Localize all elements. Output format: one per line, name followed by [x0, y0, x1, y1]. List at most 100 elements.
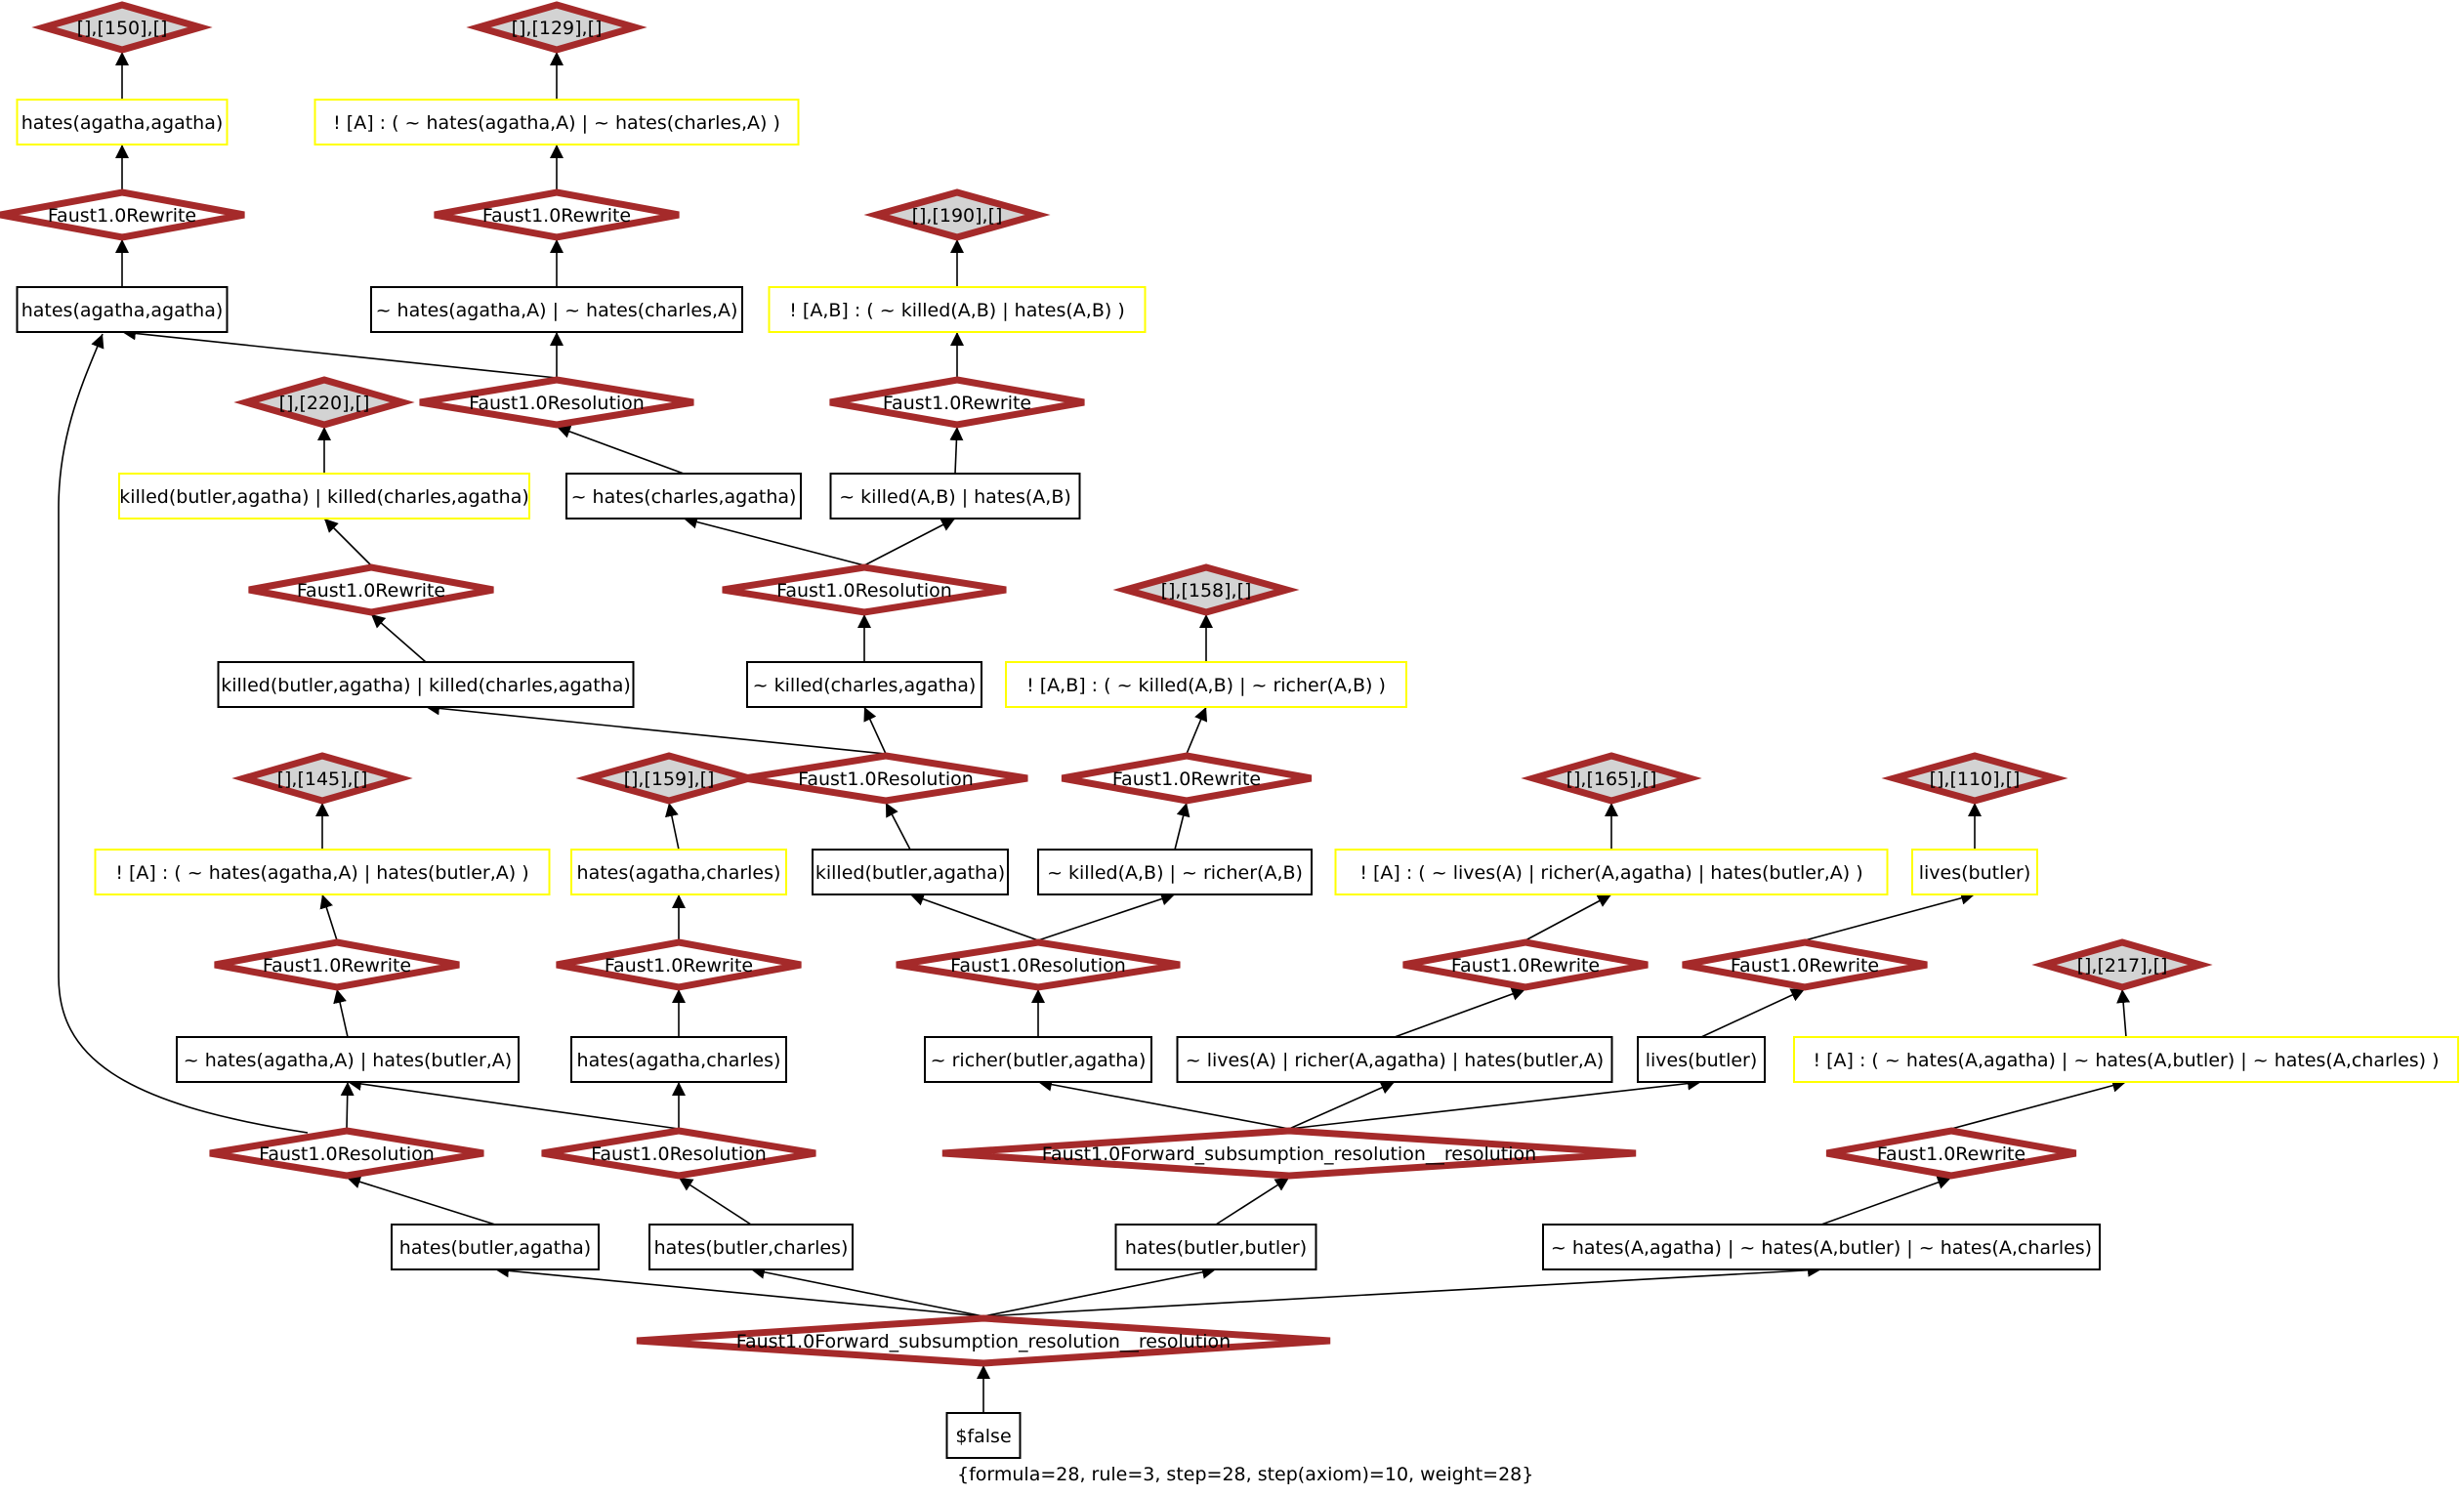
node-rule-diamond-res3[interactable]: Faust1.0Resolution — [743, 752, 1028, 805]
node-leaf-diamond-t110[interactable]: [],[110],[] — [1881, 752, 2068, 805]
rule-diamond-shape — [541, 1127, 816, 1180]
node-formula-box-f10[interactable]: hates(agatha,charles) — [570, 1036, 787, 1083]
node-leaf-diamond-t129[interactable]: [],[129],[] — [466, 1, 647, 54]
node-label: lives(butler) — [1646, 1050, 1758, 1071]
node-rule-diamond-rw1[interactable]: Faust1.0Rewrite — [0, 188, 245, 241]
node-axiom-box-a4[interactable]: killed(butler,agatha) | killed(charles,a… — [118, 473, 530, 519]
node-leaf-diamond-t150[interactable]: [],[150],[] — [31, 1, 213, 54]
rule-diamond-shape — [722, 563, 1007, 616]
edge-f8-to-rw5 — [1174, 802, 1190, 851]
node-formula-box-f13[interactable]: lives(butler) — [1637, 1036, 1766, 1083]
node-formula-box-ffalse[interactable]: $false — [945, 1412, 1022, 1459]
node-axiom-box-a1[interactable]: hates(agatha,agatha) — [16, 99, 229, 145]
leaf-diamond-shape — [233, 376, 415, 429]
edge-f14-to-res5 — [346, 1175, 496, 1226]
node-rule-diamond-fsr1[interactable]: Faust1.0Forward_subsumption_resolution__… — [941, 1127, 1637, 1180]
node-label: [],[165],[] — [1566, 769, 1657, 790]
node-formula-box-f4[interactable]: ~ killed(A,B) | hates(A,B) — [829, 473, 1081, 519]
node-formula-box-f2[interactable]: ~ hates(agatha,A) | ~ hates(charles,A) — [370, 286, 743, 333]
node-rule-diamond-res5[interactable]: Faust1.0Resolution — [209, 1127, 484, 1180]
node-rule-diamond-res1[interactable]: Faust1.0Resolution — [419, 376, 694, 429]
formula-box-shape — [746, 661, 982, 708]
node-formula-box-f9[interactable]: ~ hates(agatha,A) | hates(butler,A) — [176, 1036, 520, 1083]
edge-a10-to-t217 — [2116, 988, 2131, 1038]
node-label: Faust1.0Rewrite — [883, 393, 1031, 414]
node-formula-box-f8[interactable]: ~ killed(A,B) | ~ richer(A,B) — [1037, 849, 1313, 895]
node-rule-diamond-rw5[interactable]: Faust1.0Rewrite — [1061, 752, 1313, 805]
node-label: [],[217],[] — [2077, 955, 2168, 977]
node-axiom-box-a3[interactable]: ! [A,B] : ( ~ killed(A,B) | hates(A,B) ) — [768, 286, 1147, 333]
node-formula-box-f6[interactable]: ~ killed(charles,agatha) — [746, 661, 982, 708]
node-rule-diamond-rw2[interactable]: Faust1.0Rewrite — [434, 188, 680, 241]
rule-diamond-shape — [0, 188, 245, 241]
edge-f5-to-rw4 — [370, 613, 427, 663]
node-axiom-box-a6[interactable]: ! [A] : ( ~ hates(agatha,A) | hates(butl… — [94, 849, 551, 895]
node-label: ! [A] : ( ~ lives(A) | richer(A,agatha) … — [1359, 862, 1862, 884]
formula-box-shape — [176, 1036, 520, 1083]
node-rule-diamond-rw10[interactable]: Faust1.0Rewrite — [1825, 1127, 2077, 1180]
edge-f12-to-rw8 — [1394, 987, 1526, 1038]
edge-f13-to-rw9 — [1700, 988, 1806, 1038]
axiom-box-shape — [1911, 849, 2038, 895]
edge-fsr2-to-f17 — [982, 1263, 1822, 1317]
node-leaf-diamond-t217[interactable]: [],[217],[] — [2031, 938, 2213, 991]
formula-box-shape — [370, 286, 743, 333]
node-axiom-box-a10[interactable]: ! [A] : ( ~ hates(A,agatha) | ~ hates(A,… — [1793, 1036, 2459, 1083]
node-rule-diamond-rw8[interactable]: Faust1.0Rewrite — [1402, 938, 1649, 991]
node-label: ! [A] : ( ~ hates(agatha,A) | hates(butl… — [115, 862, 528, 884]
node-label: killed(butler,agatha) | killed(charles,a… — [119, 486, 529, 508]
node-leaf-diamond-t190[interactable]: [],[190],[] — [863, 188, 1051, 241]
node-rule-diamond-rw4[interactable]: Faust1.0Rewrite — [248, 563, 494, 616]
node-label: [],[150],[] — [77, 18, 168, 39]
node-axiom-box-a2[interactable]: ! [A] : ( ~ hates(agatha,A) | ~ hates(ch… — [313, 99, 800, 145]
node-formula-box-f1[interactable]: hates(agatha,agatha) — [16, 286, 229, 333]
axiom-box-shape — [570, 849, 787, 895]
node-axiom-box-a7[interactable]: hates(agatha,charles) — [570, 849, 787, 895]
axiom-box-shape — [94, 849, 551, 895]
node-rule-diamond-rw6[interactable]: Faust1.0Rewrite — [214, 938, 460, 991]
node-rule-diamond-res6[interactable]: Faust1.0Resolution — [541, 1127, 816, 1180]
formula-box-shape — [648, 1224, 854, 1270]
edge-f4-to-rw3 — [949, 426, 964, 475]
node-leaf-diamond-t159[interactable]: [],[159],[] — [575, 752, 763, 805]
node-label: ! [A] : ( ~ hates(agatha,A) | ~ hates(ch… — [333, 112, 780, 134]
node-formula-box-f14[interactable]: hates(butler,agatha) — [391, 1224, 600, 1270]
node-leaf-diamond-t165[interactable]: [],[165],[] — [1521, 752, 1702, 805]
node-leaf-diamond-t158[interactable]: [],[158],[] — [1112, 563, 1300, 616]
edge-fsr1-to-f11 — [1037, 1077, 1290, 1130]
leaf-diamond-shape — [1881, 752, 2068, 805]
node-axiom-box-a5[interactable]: ! [A,B] : ( ~ killed(A,B) | ~ richer(A,B… — [1005, 661, 1407, 708]
node-rule-diamond-rw9[interactable]: Faust1.0Rewrite — [1682, 938, 1928, 991]
node-formula-box-f17[interactable]: ~ hates(A,agatha) | ~ hates(A,butler) | … — [1542, 1224, 2101, 1270]
edge-res1-to-f1 — [121, 326, 558, 379]
node-rule-diamond-res4[interactable]: Faust1.0Resolution — [896, 938, 1181, 991]
edge-res4-to-f8 — [1037, 892, 1176, 941]
node-leaf-diamond-t220[interactable]: [],[220],[] — [233, 376, 415, 429]
node-formula-box-f11[interactable]: ~ richer(butler,agatha) — [924, 1036, 1152, 1083]
axiom-box-shape — [1793, 1036, 2459, 1083]
node-label: ~ killed(charles,agatha) — [753, 675, 977, 696]
node-formula-box-f5[interactable]: killed(butler,agatha) | killed(charles,a… — [217, 661, 635, 708]
node-rule-diamond-res2[interactable]: Faust1.0Resolution — [722, 563, 1007, 616]
node-axiom-box-a8[interactable]: ! [A] : ( ~ lives(A) | richer(A,agatha) … — [1334, 849, 1889, 895]
node-formula-box-f3[interactable]: ~ hates(charles,agatha) — [565, 473, 802, 519]
node-rule-diamond-rw3[interactable]: Faust1.0Rewrite — [829, 376, 1085, 429]
node-formula-box-f7[interactable]: killed(butler,agatha) — [812, 849, 1009, 895]
edge-fsr2-to-f15 — [750, 1265, 984, 1317]
edge-res3-to-f5 — [425, 701, 887, 755]
node-formula-box-f15[interactable]: hates(butler,charles) — [648, 1224, 854, 1270]
node-formula-box-f16[interactable]: hates(butler,butler) — [1114, 1224, 1317, 1270]
node-rule-diamond-rw7[interactable]: Faust1.0Rewrite — [556, 938, 802, 991]
node-leaf-diamond-t145[interactable]: [],[145],[] — [231, 752, 413, 805]
axiom-box-shape — [1334, 849, 1889, 895]
node-label: Faust1.0Rewrite — [605, 955, 753, 977]
node-axiom-box-a9[interactable]: lives(butler) — [1911, 849, 2038, 895]
rule-diamond-shape — [1402, 938, 1649, 991]
node-rule-diamond-fsr2[interactable]: Faust1.0Forward_subsumption_resolution__… — [636, 1314, 1331, 1367]
node-formula-box-f12[interactable]: ~ lives(A) | richer(A,agatha) | hates(bu… — [1176, 1036, 1613, 1083]
node-label: ! [A] : ( ~ hates(A,agatha) | ~ hates(A,… — [1813, 1050, 2439, 1071]
formula-box-shape — [391, 1224, 600, 1270]
node-label: ~ richer(butler,agatha) — [931, 1050, 1147, 1071]
rule-diamond-shape — [248, 563, 494, 616]
node-label: [],[110],[] — [1930, 769, 2021, 790]
